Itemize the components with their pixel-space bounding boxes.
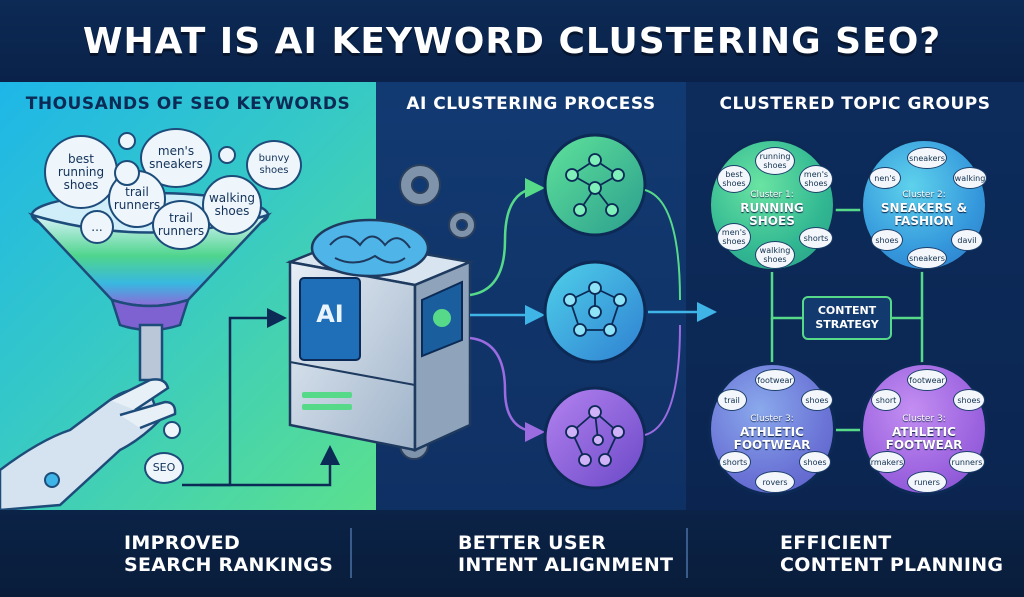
- keyword-dot: [218, 146, 236, 164]
- cluster-keyword: best shoes: [717, 165, 751, 193]
- cluster-keyword: short: [871, 389, 901, 411]
- seo-bubble: SEO: [144, 452, 184, 484]
- ai-label: AI: [316, 300, 344, 328]
- cluster-label: Cluster 2: SNEAKERS & FASHION: [880, 190, 968, 228]
- cluster-keyword: footwear: [907, 369, 947, 391]
- cluster-keyword: runners: [949, 451, 985, 473]
- cluster-keyword: shoes: [871, 229, 903, 251]
- cluster-keyword: trail: [717, 389, 747, 411]
- panel-title-clusters: CLUSTERED TOPIC GROUPS: [719, 94, 991, 114]
- cluster-keyword: shoes: [953, 389, 985, 411]
- cluster-keyword: shorts: [799, 227, 833, 249]
- cluster-node-green: [543, 133, 647, 237]
- keyword-bubble: bunvy shoes: [246, 140, 302, 190]
- cluster-keyword: nen's: [869, 167, 901, 189]
- cluster-keyword: footwear: [755, 369, 795, 391]
- robot-hand-icon: [0, 378, 181, 512]
- cluster-keyword: sneakers: [907, 247, 947, 269]
- benefit-label: EFFICIENT CONTENT PLANNING: [780, 531, 1004, 576]
- panel-title-ai-process: AI CLUSTERING PROCESS: [406, 94, 656, 114]
- keyword-dot: [114, 160, 140, 186]
- title-bar: WHAT IS AI KEYWORD CLUSTERING SEO?: [0, 0, 1024, 82]
- cluster-keyword: sneakers: [907, 147, 947, 169]
- benefit-label: IMPROVED SEARCH RANKINGS: [124, 531, 334, 576]
- cluster-label: Cluster 3: ATHLETIC FOOTWEAR: [885, 414, 963, 452]
- keyword-bubble: best running shoes: [44, 135, 118, 209]
- cluster-keyword: davil: [951, 229, 983, 251]
- cluster-keyword: shoes: [799, 451, 831, 473]
- keyword-bubble: ...: [80, 210, 114, 244]
- cluster-keyword: running shoes: [755, 147, 795, 175]
- cluster-keyword: runers: [907, 471, 947, 493]
- divider: [350, 528, 352, 578]
- cluster-keyword: men's shoes: [799, 165, 833, 193]
- cluster-sneakers-fashion: Cluster 2: SNEAKERS & FASHION sneakers n…: [860, 138, 988, 272]
- cluster-keyword: shorts: [719, 451, 751, 473]
- benefit-content-planning: EFFICIENT CONTENT PLANNING: [780, 510, 1003, 597]
- cluster-keyword: walking: [953, 167, 987, 189]
- benefit-improved-rankings: IMPROVED SEARCH RANKINGS: [124, 510, 333, 597]
- cluster-keyword: shoes: [801, 389, 833, 411]
- keyword-bubble: walking shoes: [202, 175, 262, 235]
- cluster-keyword: walking shoes: [755, 241, 795, 269]
- cluster-label: Cluster 1: RUNNING SHOES: [740, 190, 804, 228]
- cluster-running-shoes: Cluster 1: RUNNING SHOES running shoes b…: [708, 138, 836, 272]
- panel-title-keywords: THOUSANDS OF SEO KEYWORDS: [25, 94, 351, 114]
- benefit-user-intent: BETTER USER INTENT ALIGNMENT: [458, 510, 673, 597]
- cluster-keyword: rmakers: [869, 451, 905, 473]
- cluster-node-blue: [543, 260, 647, 364]
- cluster-athletic-footwear: Cluster 3: ATHLETIC FOOTWEAR footwear tr…: [708, 362, 836, 496]
- divider: [686, 528, 688, 578]
- cluster-keyword: men's shoes: [717, 223, 751, 251]
- content-strategy-box: CONTENT STRATEGY: [802, 296, 892, 340]
- ai-processor-icon: [285, 218, 475, 452]
- keyword-bubble: trail runners: [152, 200, 210, 250]
- cluster-keyword: rovers: [755, 471, 795, 493]
- cluster-node-purple: [543, 386, 647, 490]
- benefit-label: BETTER USER INTENT ALIGNMENT: [458, 531, 674, 576]
- cluster-label: Cluster 3: ATHLETIC FOOTWEAR: [733, 414, 811, 452]
- cluster-athletic-footwear: Cluster 3: ATHLETIC FOOTWEAR footwear sh…: [860, 362, 988, 496]
- keyword-dot: [118, 132, 136, 150]
- benefits-bar: [0, 510, 1024, 597]
- page-title: WHAT IS AI KEYWORD CLUSTERING SEO?: [82, 20, 942, 62]
